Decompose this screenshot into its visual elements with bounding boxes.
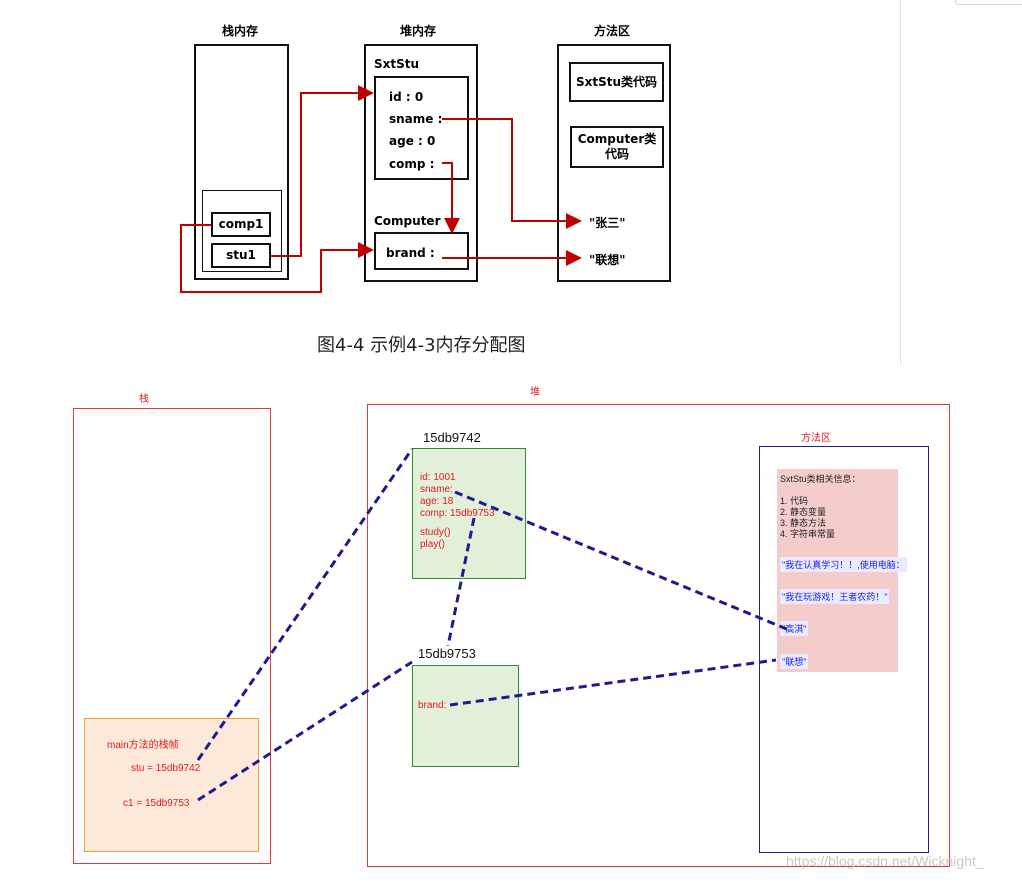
computer-label: Computer <box>374 214 441 228</box>
frame-var-c1: c1 = 15db9753 <box>123 798 190 809</box>
obj1-field-comp: comp: 15db9753 <box>420 508 495 519</box>
panel-edge <box>955 0 1022 5</box>
stack-memory-title: 栈内存 <box>222 24 259 38</box>
method-area-title-2: 方法区 <box>801 433 831 444</box>
obj1-address: 15db9742 <box>423 430 481 445</box>
frame-title: main方法的栈帧 <box>107 740 179 751</box>
obj2-field-brand: brand: <box>418 700 447 711</box>
string-const-3: "高淇" <box>780 621 809 636</box>
sxtstu-object-box <box>374 76 469 180</box>
link-brand-to-string <box>449 658 777 707</box>
arrow-comp-to-computer <box>442 162 460 234</box>
obj1-field-sname: sname: <box>420 484 453 495</box>
field-comp: comp : <box>389 157 435 171</box>
method-area-box-2 <box>759 446 929 853</box>
class-info-item-static-var: 2. 静态变量 <box>780 507 827 517</box>
arrow-sname-to-string <box>442 118 582 229</box>
field-id: id : 0 <box>389 90 424 104</box>
class-info-title: SxtStu类相关信息： <box>780 474 861 484</box>
class-info-item-static-method: 3. 静态方法 <box>780 518 827 528</box>
computer-class-code-line1: Computer类 <box>577 132 657 146</box>
figure-caption: 图4-4 示例4-3内存分配图 <box>317 335 526 356</box>
main-stack-frame <box>84 718 259 852</box>
watermark: https://blog.csdn.net/Wicknight_ <box>786 853 984 869</box>
method-area-title: 方法区 <box>594 24 631 38</box>
panel-divider <box>900 0 901 366</box>
string-zhangsan: "张三" <box>589 216 626 230</box>
sxtstu-label: SxtStu <box>374 57 420 71</box>
computer-object-box <box>374 232 469 270</box>
arrow-stu1-to-sxtstu <box>271 85 374 257</box>
arrow-comp1-to-computer <box>180 224 374 293</box>
field-age: age : 0 <box>389 134 436 148</box>
string-const-4: "联想" <box>780 654 809 669</box>
string-lianxiang: "联想" <box>589 253 626 267</box>
var-stu1: stu1 <box>211 243 271 268</box>
obj2-address: 15db9753 <box>418 646 476 661</box>
computer-class-code: Computer类 代码 <box>570 126 664 168</box>
link-sname-to-string <box>454 490 790 632</box>
var-comp1: comp1 <box>211 212 271 237</box>
link-c1-to-obj2 <box>197 660 413 802</box>
stack-title: 栈 <box>139 394 149 405</box>
heap-title: 堆 <box>530 387 540 398</box>
link-comp-to-obj2 <box>446 517 476 647</box>
heap-box <box>367 404 950 867</box>
class-info-items: 1. 代码 2. 静态变量 3. 静态方法 4. 字符串常量 <box>780 496 835 540</box>
field-brand: brand : <box>386 246 435 260</box>
stack-box <box>73 408 271 864</box>
frame-var-stu: stu = 15db9742 <box>131 763 201 774</box>
obj1-field-age: age: 18 <box>420 496 454 507</box>
obj1-field-id: id: 1001 <box>420 472 456 483</box>
string-const-2: "我在玩游戏！王者农药！" <box>780 589 890 604</box>
string-const-1: "我在认真学习！！,使用电脑： <box>780 557 907 572</box>
obj2-box <box>412 665 519 767</box>
sxtstu-class-code: SxtStu类代码 <box>569 62 664 102</box>
class-info-item-string-const: 4. 字符串常量 <box>780 529 836 539</box>
obj1-fields: id: 1001 sname: age: 18 comp: 15db9753 s… <box>420 472 495 551</box>
obj1-method-play: play() <box>420 539 446 550</box>
link-stu-to-obj1 <box>196 448 414 761</box>
heap-memory-title: 堆内存 <box>400 24 437 38</box>
computer-class-code-line2: 代码 <box>604 147 629 161</box>
obj1-method-study: study() <box>420 527 451 538</box>
class-info-item-code: 1. 代码 <box>780 496 809 506</box>
field-sname: sname : <box>389 112 443 126</box>
